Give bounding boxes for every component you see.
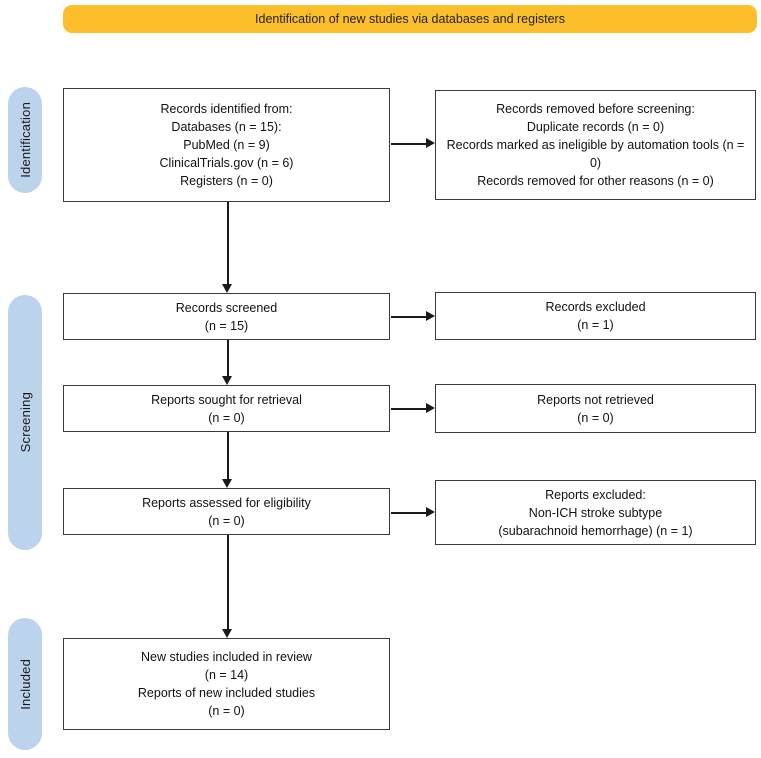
box-line: Duplicate records (n = 0): [526, 120, 665, 134]
box-line: Records excluded: [545, 300, 646, 314]
arrowhead-right-icon: [426, 138, 435, 148]
stage-label-identification: Identification: [8, 87, 42, 193]
box-line: ClinicalTrials.gov (n = 6): [159, 156, 294, 170]
box-line: (subarachnoid hemorrhage) (n = 1): [498, 523, 693, 538]
arrow-identified-to-screened: [227, 202, 229, 285]
box-line: Databases (n = 15):: [171, 120, 282, 134]
arrowhead-down-icon: [222, 376, 232, 385]
arrowhead-right-icon: [426, 507, 435, 517]
box-reports-not-retrieved: Reports not retrieved (n = 0): [435, 384, 756, 433]
box-reports-sought: Reports sought for retrieval (n = 0): [63, 385, 390, 432]
arrow-identified-to-removed: [391, 143, 427, 145]
arrowhead-down-icon: [222, 284, 232, 293]
arrowhead-down-icon: [222, 629, 232, 638]
stage-label-included: Included: [8, 618, 42, 750]
stage-included-text: Included: [17, 658, 33, 710]
box-reports-excluded: Reports excluded: Non-ICH stroke subtype…: [435, 480, 756, 545]
arrow-screened-to-sought: [227, 340, 229, 377]
box-records-identified: Records identified from: Databases (n = …: [63, 88, 390, 202]
box-line: (n = 0): [208, 410, 245, 425]
box-records-screened: Records screened (n = 15): [63, 293, 390, 340]
arrow-assessed-to-included: [227, 535, 229, 630]
box-reports-assessed: Reports assessed for eligibility (n = 0): [63, 488, 390, 535]
box-line: New studies included in review: [141, 650, 312, 664]
arrowhead-down-icon: [222, 479, 232, 488]
box-line: (n = 15): [204, 318, 249, 333]
arrow-sought-to-assessed: [227, 432, 229, 480]
box-line: (n = 0): [208, 704, 245, 718]
box-line: (n = 0): [577, 410, 614, 425]
arrow-screened-to-excluded: [391, 316, 427, 318]
box-line: (n = 0): [208, 513, 245, 528]
box-line: Registers (n = 0): [180, 174, 273, 188]
box-line: Reports not retrieved: [537, 392, 654, 407]
box-line: Records marked as ineligible by automati…: [446, 138, 745, 170]
arrowhead-right-icon: [426, 403, 435, 413]
arrowhead-right-icon: [426, 311, 435, 321]
box-line: Reports assessed for eligibility: [142, 495, 311, 510]
box-line: Reports of new included studies: [137, 686, 316, 700]
box-line: Reports excluded:: [545, 487, 646, 502]
box-line: (n = 1): [577, 318, 614, 332]
box-line: Records removed before screening:: [496, 102, 695, 116]
box-line: Records screened: [175, 300, 278, 315]
box-line: Reports sought for retrieval: [151, 392, 302, 407]
box-line: PubMed (n = 9): [183, 138, 270, 152]
arrow-sought-to-not-retrieved: [391, 408, 427, 410]
box-records-removed: Records removed before screening: Duplic…: [435, 90, 756, 200]
box-line: Non-ICH stroke subtype: [528, 505, 663, 520]
stage-screening-text: Screening: [17, 392, 33, 453]
arrow-assessed-to-reports-excluded: [391, 512, 427, 514]
box-records-excluded: Records excluded (n = 1): [435, 292, 756, 340]
stage-identification-text: Identification: [17, 102, 33, 178]
banner-title: Identification of new studies via databa…: [63, 5, 757, 33]
box-line: Records identified from:: [160, 102, 293, 116]
box-new-studies-included: New studies included in review (n = 14) …: [63, 638, 390, 730]
box-line: Records removed for other reasons (n = 0…: [477, 174, 714, 188]
box-line: (n = 14): [204, 668, 249, 682]
stage-label-screening: Screening: [8, 295, 42, 550]
